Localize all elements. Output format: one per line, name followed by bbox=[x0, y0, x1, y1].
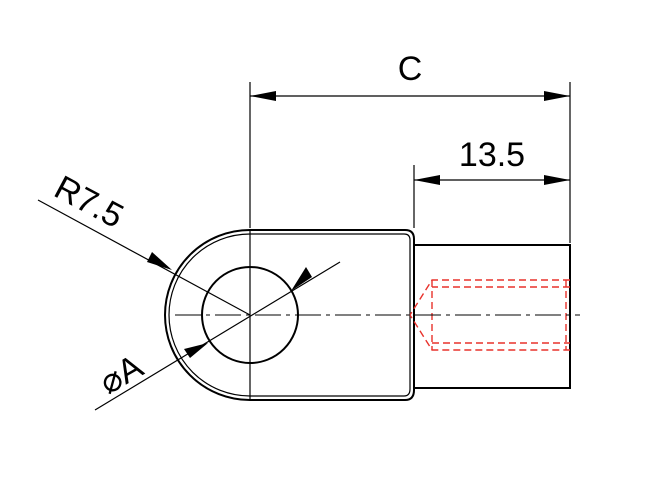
arrowhead bbox=[544, 91, 570, 101]
threaded-shank bbox=[414, 244, 571, 389]
radius-leader-line bbox=[37, 199, 251, 316]
dimension-radius: R7.5 bbox=[37, 169, 251, 316]
arrowhead bbox=[544, 175, 570, 185]
head-outline-outer bbox=[164, 229, 415, 401]
dimension-13-5: 13.5 bbox=[413, 136, 570, 228]
diameter-leader-line bbox=[94, 261, 341, 411]
dimension-diameter: ⌀A bbox=[93, 261, 341, 411]
shank-outline bbox=[414, 244, 571, 389]
arrowhead bbox=[291, 267, 312, 291]
dimension-c: C bbox=[249, 50, 571, 243]
dimension-label-radius: R7.5 bbox=[48, 169, 129, 236]
dimension-label-c: C bbox=[398, 50, 423, 88]
arrowhead bbox=[250, 91, 276, 101]
arrowhead bbox=[414, 175, 440, 185]
arrowhead bbox=[147, 252, 172, 270]
arrowhead bbox=[184, 343, 208, 358]
dimension-label-13-5: 13.5 bbox=[459, 136, 525, 174]
dimension-label-diameter: ⌀A bbox=[93, 347, 150, 402]
head-outline-inner bbox=[168, 233, 411, 397]
